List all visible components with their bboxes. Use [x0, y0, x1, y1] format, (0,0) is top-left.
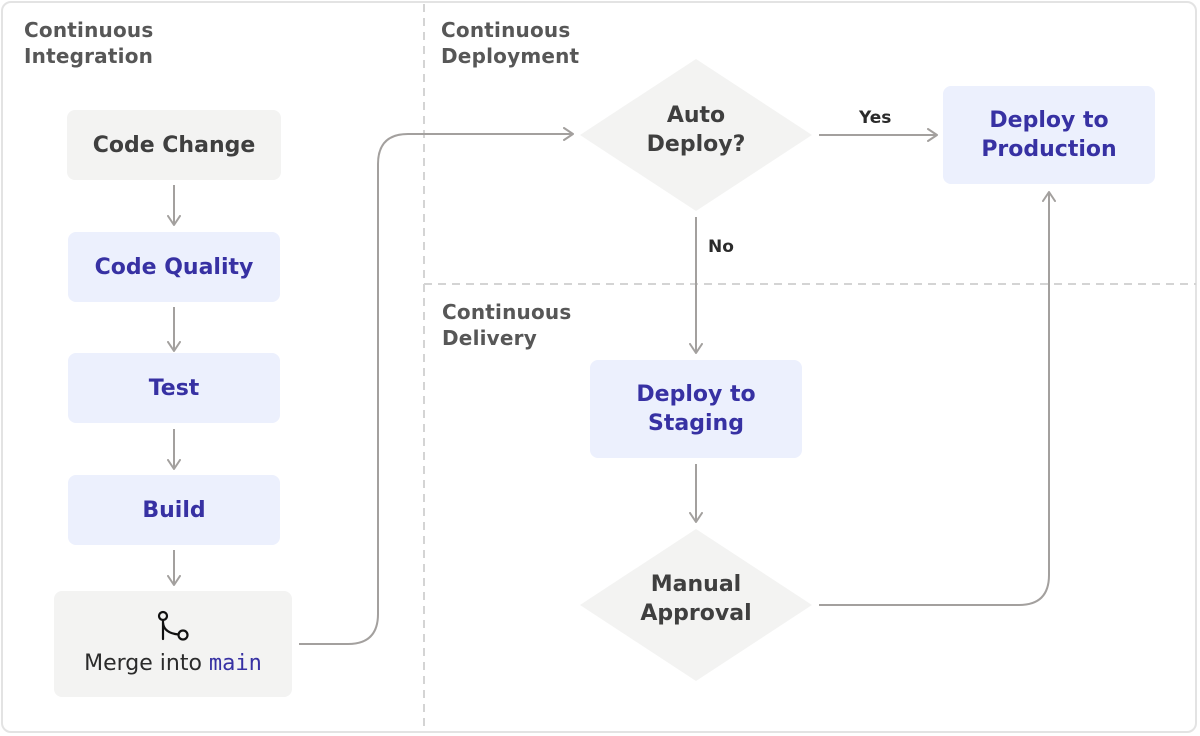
- node-build: Build: [68, 475, 280, 545]
- node-auto-deploy-label: Auto Deploy?: [646, 103, 746, 157]
- node-manual-approval-label: Manual Approval: [640, 572, 752, 626]
- arrow-merge-to-auto-deploy: [299, 127, 574, 645]
- merge-label: Merge into main: [54, 651, 292, 676]
- edge-label-no: No: [708, 237, 734, 257]
- edge-label-yes: Yes: [859, 108, 892, 128]
- auto-deploy-diamond: [580, 59, 812, 211]
- manual-approval-diamond: [580, 529, 812, 681]
- node-deploy-production: Deploy to Production: [943, 86, 1155, 184]
- section-label-deployment: Continuous Deployment: [441, 18, 580, 68]
- section-label-delivery: Continuous Delivery: [442, 300, 572, 350]
- node-test: Test: [68, 353, 280, 423]
- node-merge: Merge into main: [54, 591, 292, 697]
- section-label-ci: Continuous Integration: [24, 18, 154, 68]
- node-code-change: Code Change: [67, 110, 281, 180]
- merge-branch: main: [208, 651, 262, 676]
- node-deploy-staging: Deploy to Staging: [590, 360, 802, 458]
- node-code-quality: Code Quality: [68, 232, 280, 302]
- arrow-approval-to-production: [819, 191, 1056, 606]
- git-merge-icon: [157, 610, 189, 641]
- merge-prefix: Merge into: [84, 651, 202, 676]
